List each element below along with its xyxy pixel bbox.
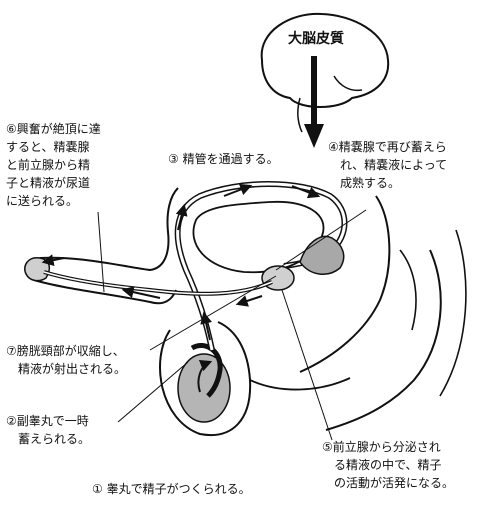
label-step2: ②副睾丸で一時 蓄えられる。: [6, 414, 91, 446]
flow-arrow-4: [200, 311, 213, 341]
flow-arrow-3: [175, 203, 188, 231]
pelvis-contour-1: [399, 249, 417, 331]
nerve-signal-arrow-shaft: [311, 56, 317, 124]
scrotum-outline: [159, 321, 252, 436]
label-step5: ⑤前立腺から分泌され る精液の中で、精子 の活動が活発になる。: [322, 440, 455, 490]
leader-step5: [281, 289, 333, 441]
label-step6: ⑥興奮が絶頂に達 すると、精嚢腺 と前立腺から精 子と精液が尿道 に送られる。: [6, 122, 101, 208]
label-step3: ③ 精管を通過する。: [168, 152, 279, 166]
pelvis-contour-2: [325, 249, 442, 431]
testis: [177, 353, 231, 423]
brain-stem: [297, 97, 303, 133]
penis-top: [39, 187, 179, 272]
label-step1: ① 睾丸で精子がつくられる。: [92, 482, 251, 496]
leader-step6: [97, 211, 105, 293]
pelvis-contour-3: [439, 229, 467, 397]
prostate: [261, 265, 295, 291]
label-step7: ⑦膀胱頸部が収縮し、 精液が射出される。: [6, 344, 127, 376]
flow-arrow-6: [121, 286, 161, 299]
label-step4: ④精嚢腺で再び蓄えら れ、精嚢液によって 成熟する。: [328, 140, 448, 190]
leader-step7: [149, 275, 277, 351]
flow-arrow-2: [291, 185, 321, 199]
rectum-contour: [299, 195, 391, 373]
perineum-contour: [249, 377, 351, 391]
flow-arrow-1: [223, 183, 253, 197]
urethra-lumen: [43, 271, 273, 295]
nerve-signal-arrow-head: [304, 124, 324, 148]
epididymis: [190, 343, 223, 398]
flow-arrow-5: [235, 295, 263, 307]
brain-fold: [333, 75, 363, 92]
seminal-vesicle: [299, 235, 345, 275]
flow-arrow-testis: [197, 360, 213, 393]
brain-outline: [260, 12, 390, 108]
leader-step2: [117, 361, 189, 423]
label-brain: 大脳皮質: [288, 31, 344, 47]
flow-arrow-7: [41, 254, 65, 267]
leader-step4: [275, 209, 367, 271]
